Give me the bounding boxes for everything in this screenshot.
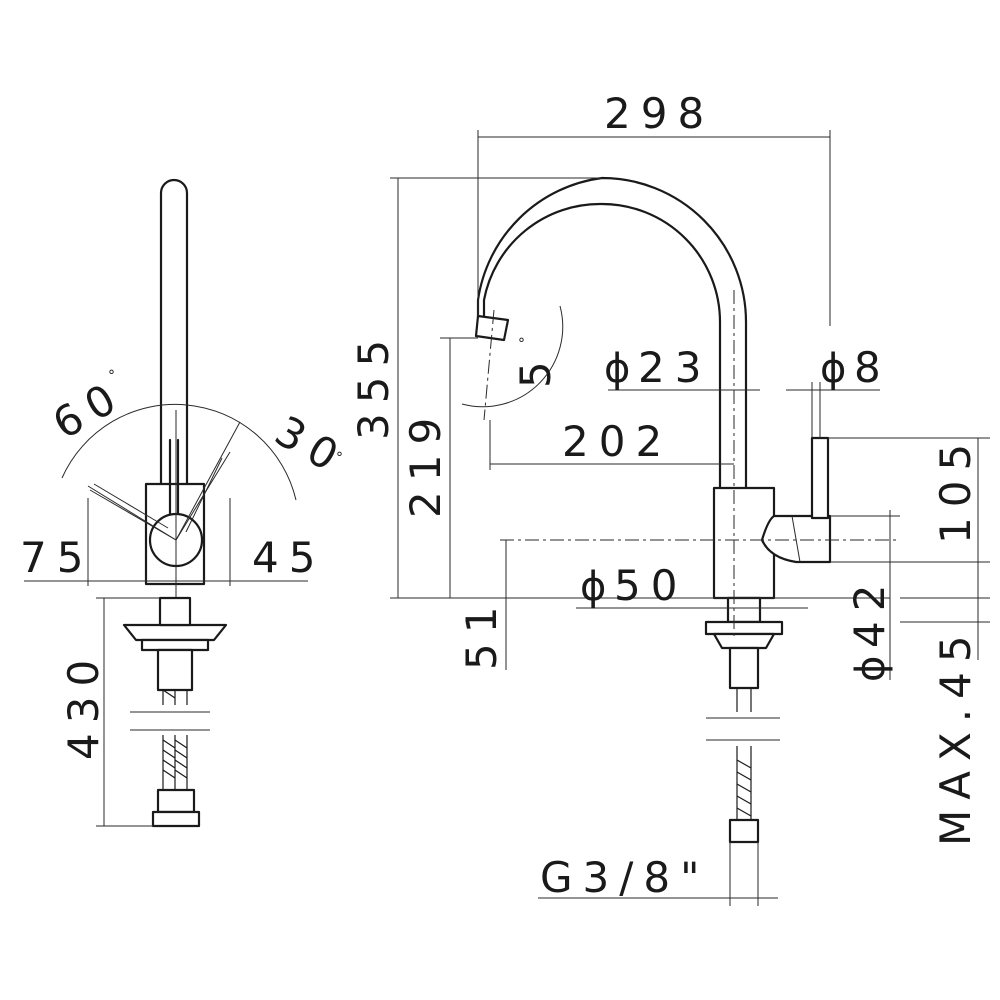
spout-angle-degree: °: [518, 336, 525, 352]
angle-ray-left: [87, 485, 177, 541]
angle-left-degree: °: [108, 368, 115, 384]
height-total-label: 355: [349, 330, 398, 440]
angle-left-label: 60: [45, 369, 133, 448]
front-spout: [476, 176, 748, 490]
connection-label: G3/8": [540, 853, 709, 902]
spout-diameter-symbol: ϕ: [604, 346, 630, 392]
front-shank: [726, 596, 762, 624]
spout-axis: [483, 309, 495, 421]
front-base-nut: [712, 632, 776, 650]
angle-right-degree: °: [336, 450, 343, 466]
side-shank: [158, 596, 192, 627]
front-base-plate: [704, 620, 784, 636]
angle-ray-right: [175, 421, 241, 541]
front-view: 298 355 219 5 ° ϕ 23 ϕ 8 202 105 ϕ 50 51…: [349, 89, 990, 906]
lever-diameter-label: 8: [854, 343, 891, 392]
width-right-label: 45: [252, 533, 325, 582]
front-hose-top: [728, 646, 760, 690]
lever-offset-label: 51: [457, 597, 506, 670]
lever-swing-left-2: [93, 483, 169, 529]
lever-swing-right-2: [185, 457, 223, 533]
width-left-label: 75: [20, 533, 93, 582]
side-base-nut: [140, 638, 210, 652]
front-hose: [736, 688, 752, 820]
front-hose-fitting: [728, 818, 760, 844]
height-spout-label: 219: [401, 408, 450, 518]
front-hose-braid: [736, 759, 752, 817]
body-diameter-label: 50: [614, 561, 687, 610]
side-spout: [159, 178, 189, 512]
spout-angle-label: 5: [511, 351, 560, 388]
spout-angle-arc: [461, 305, 564, 408]
hole-diameter-symbol: ϕ: [848, 656, 894, 682]
deck-thickness-label: MAX.45: [931, 625, 980, 846]
body-diameter-symbol: ϕ: [580, 564, 606, 610]
spout-diameter-label: 23: [638, 343, 711, 392]
side-base-plate: [122, 623, 228, 642]
hole-diameter-label: 42: [845, 575, 894, 648]
reach-total-label: 298: [604, 89, 714, 138]
side-hoses: [151, 648, 201, 828]
cartridge-edge: [791, 515, 801, 563]
lever-height-label: 105: [931, 434, 980, 544]
reach-spout-label: 202: [562, 417, 672, 466]
lever-diameter-symbol: ϕ: [820, 346, 846, 392]
front-lever: [810, 436, 830, 520]
lever-swing-arc: [61, 403, 297, 501]
hose-length-label: 430: [59, 650, 108, 760]
side-view: 60 ° 30 ° 75 45 430: [20, 178, 355, 828]
angle-right-label: 30: [267, 406, 355, 485]
